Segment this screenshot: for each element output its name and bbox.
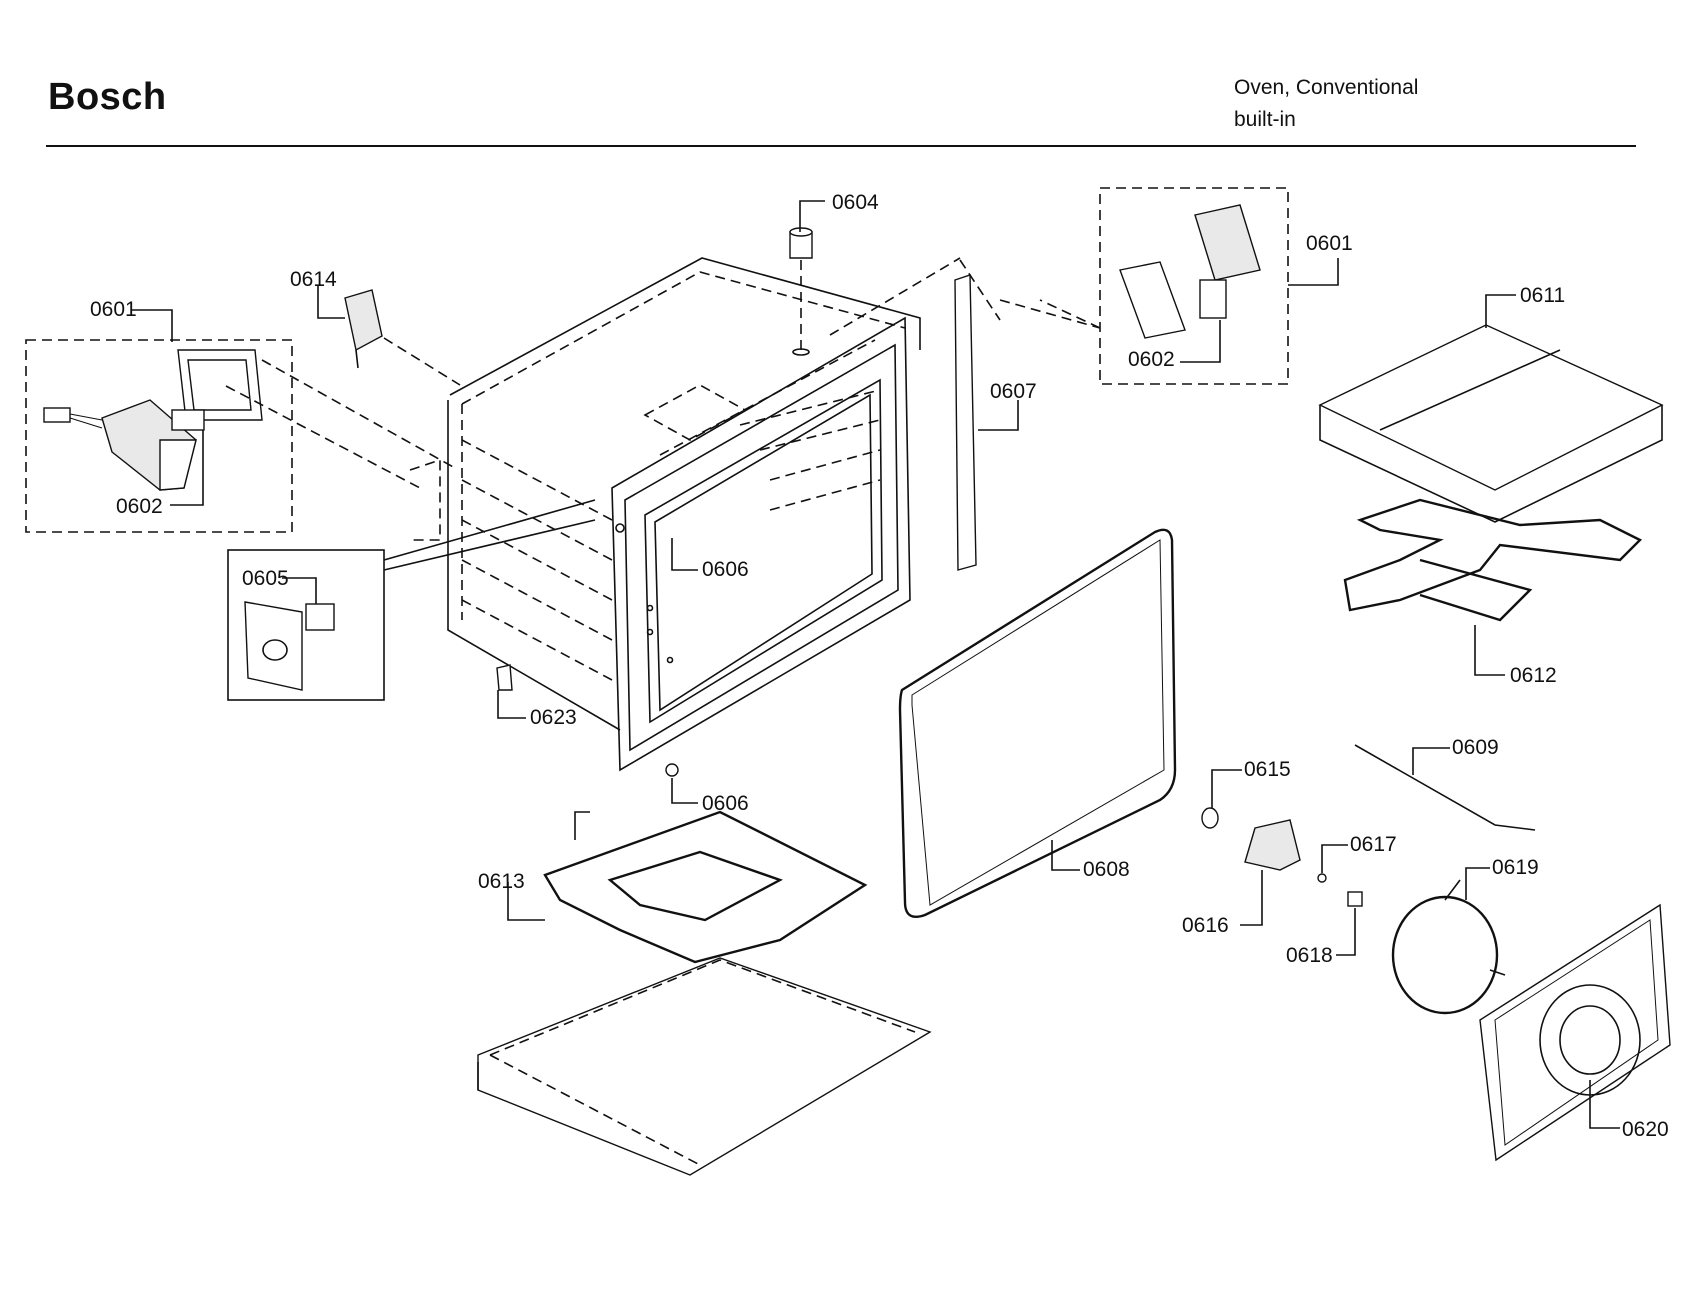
label-0616: 0616 <box>1182 914 1229 937</box>
product-subtype: built-in <box>1234 108 1296 131</box>
top-cover-0611 <box>1318 294 1664 523</box>
label-0620: 0620 <box>1622 1118 1669 1141</box>
label-0602-left: 0602 <box>116 495 163 518</box>
motor-0614 <box>317 285 461 386</box>
label-0601-right: 0601 <box>1306 232 1353 255</box>
label-0605: 0605 <box>242 567 289 590</box>
door-gasket-0608 <box>898 528 1177 919</box>
label-0611: 0611 <box>1520 284 1565 307</box>
label-0618: 0618 <box>1286 944 1333 967</box>
label-0619: 0619 <box>1492 856 1539 879</box>
label-0602-right: 0602 <box>1128 348 1175 371</box>
label-0609: 0609 <box>1452 736 1499 759</box>
product-type: Oven, Conventional <box>1234 76 1419 99</box>
label-0607: 0607 <box>990 380 1037 403</box>
label-0613: 0613 <box>478 870 525 893</box>
part-0623 <box>496 664 526 719</box>
grill-element-0612 <box>1343 498 1643 676</box>
label-0606-lower: 0606 <box>702 792 749 815</box>
brand-logo: Bosch <box>48 76 167 118</box>
label-0612: 0612 <box>1510 664 1557 687</box>
part-0604 <box>789 200 825 356</box>
bottom-element-0613 <box>477 810 932 1176</box>
back-panel-0620 <box>1479 903 1671 1162</box>
ring-element-0619 <box>1391 867 1506 1015</box>
left-lamp-assembly <box>25 309 456 533</box>
bracket-0607 <box>829 257 1101 571</box>
leader-0606-upper <box>671 538 698 571</box>
part-labels: 0601 0602 0614 0604 0601 0602 0611 0607 … <box>90 191 1669 1141</box>
label-0601-left: 0601 <box>90 298 137 321</box>
oven-cavity <box>409 257 921 772</box>
right-lamp-assembly <box>1039 187 1339 385</box>
label-0623: 0623 <box>530 706 577 729</box>
fan-parts <box>1201 769 1363 956</box>
sensor-rod-0609 <box>1354 744 1536 831</box>
label-0614: 0614 <box>290 268 337 291</box>
label-0606-upper: 0606 <box>702 558 749 581</box>
label-0617: 0617 <box>1350 833 1397 856</box>
screw-0606 <box>665 763 679 777</box>
label-0608: 0608 <box>1083 858 1130 881</box>
leader-0606-lower <box>671 778 698 804</box>
label-0615: 0615 <box>1244 758 1291 781</box>
header-divider <box>46 145 1636 147</box>
label-0604: 0604 <box>832 191 879 214</box>
inset-0605 <box>227 499 596 701</box>
